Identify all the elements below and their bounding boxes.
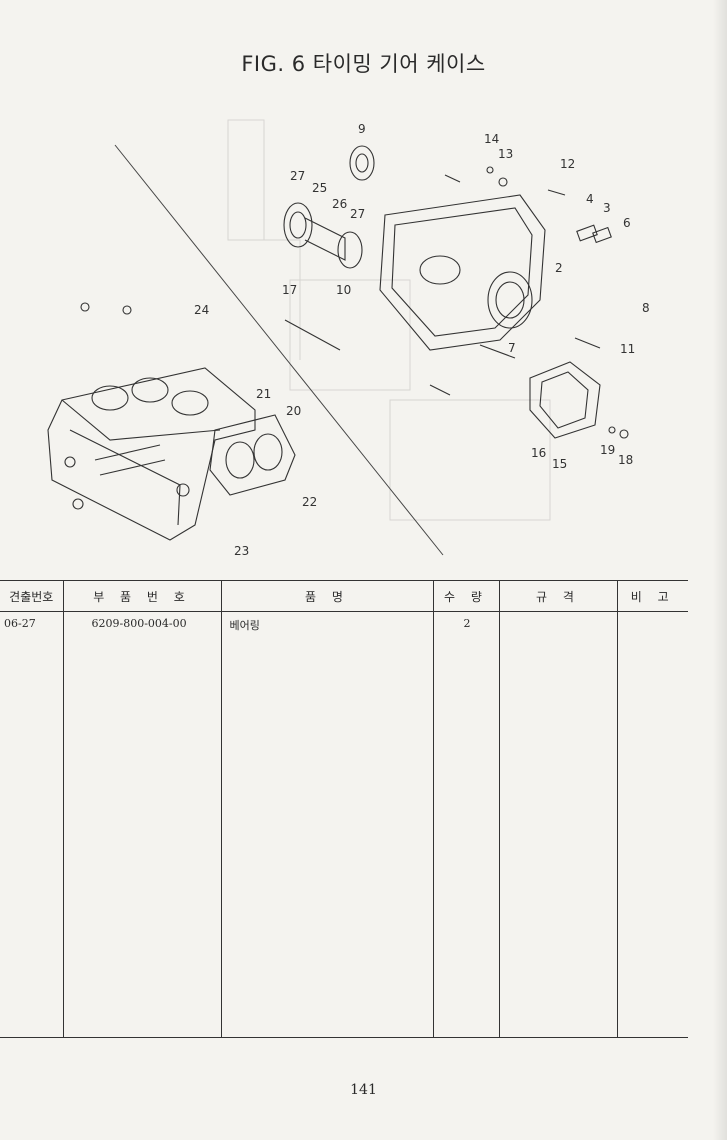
callout-21: 21 [256, 387, 271, 401]
callout-8: 8 [642, 301, 650, 315]
callout-27b: 27 [350, 207, 365, 221]
callout-18: 18 [618, 453, 633, 467]
separator-line [114, 144, 444, 556]
callout-10: 10 [336, 283, 351, 297]
timing-gear-case [379, 194, 546, 351]
callout-22: 22 [302, 495, 317, 509]
cell-part-number: 6209-800-004-00 [63, 611, 222, 1038]
callout-7: 7 [508, 341, 516, 355]
callout-3: 3 [603, 201, 611, 215]
gear-and-shaft [283, 145, 375, 269]
cell-spec [499, 611, 618, 1038]
callout-17: 17 [282, 283, 297, 297]
exploded-parts-diagram: 9 14 13 12 27 25 26 27 4 3 6 2 17 10 8 2… [47, 119, 650, 558]
col-header-ref: 견출번호 [0, 580, 64, 612]
engine-block [47, 367, 256, 541]
callout-12: 12 [560, 157, 575, 171]
col-header-remark: 비 고 [617, 580, 688, 612]
parts-table: 견출번호 부 품 번 호 품 명 수 량 규 격 비 고 06-27 6209-… [0, 580, 688, 1038]
col-header-part-name: 품 명 [221, 580, 434, 612]
callout-25: 25 [312, 181, 327, 195]
callout-13: 13 [498, 147, 513, 161]
callout-4: 4 [586, 192, 594, 206]
callout-15: 15 [552, 457, 567, 471]
callout-16: 16 [531, 446, 546, 460]
table-row: 06-27 6209-800-004-00 베어링 2 [0, 611, 688, 1038]
callout-24: 24 [194, 303, 209, 317]
col-header-part-number: 부 품 번 호 [63, 580, 222, 612]
cell-ref: 06-27 [0, 611, 64, 1038]
cell-quantity: 2 [433, 611, 500, 1038]
cover-plate [72, 166, 629, 510]
callout-9: 9 [358, 122, 366, 136]
callout-20: 20 [286, 404, 301, 418]
page-edge-shadow [713, 0, 727, 1140]
page-number: 141 [350, 1082, 377, 1098]
callout-labels: 9 14 13 12 27 25 26 27 4 3 6 2 17 10 8 2… [194, 122, 650, 558]
callout-19: 19 [600, 443, 615, 457]
callout-27a: 27 [290, 169, 305, 183]
callout-23: 23 [234, 544, 249, 558]
col-header-spec: 규 격 [499, 580, 618, 612]
callout-2: 2 [555, 261, 563, 275]
callout-6: 6 [623, 216, 631, 230]
page-title: FIG. 6 타이밍 기어 케이스 [241, 52, 486, 76]
table-header-row: 견출번호 부 품 번 호 품 명 수 량 규 격 비 고 [0, 580, 688, 612]
callout-26: 26 [332, 197, 347, 211]
cell-remark [617, 611, 688, 1038]
ghost-background-print [227, 119, 551, 521]
callout-14: 14 [484, 132, 499, 146]
col-header-quantity: 수 량 [433, 580, 500, 612]
callout-11: 11 [620, 342, 635, 356]
gasket-plate [209, 414, 296, 496]
cell-part-name: 베어링 [221, 611, 434, 1038]
